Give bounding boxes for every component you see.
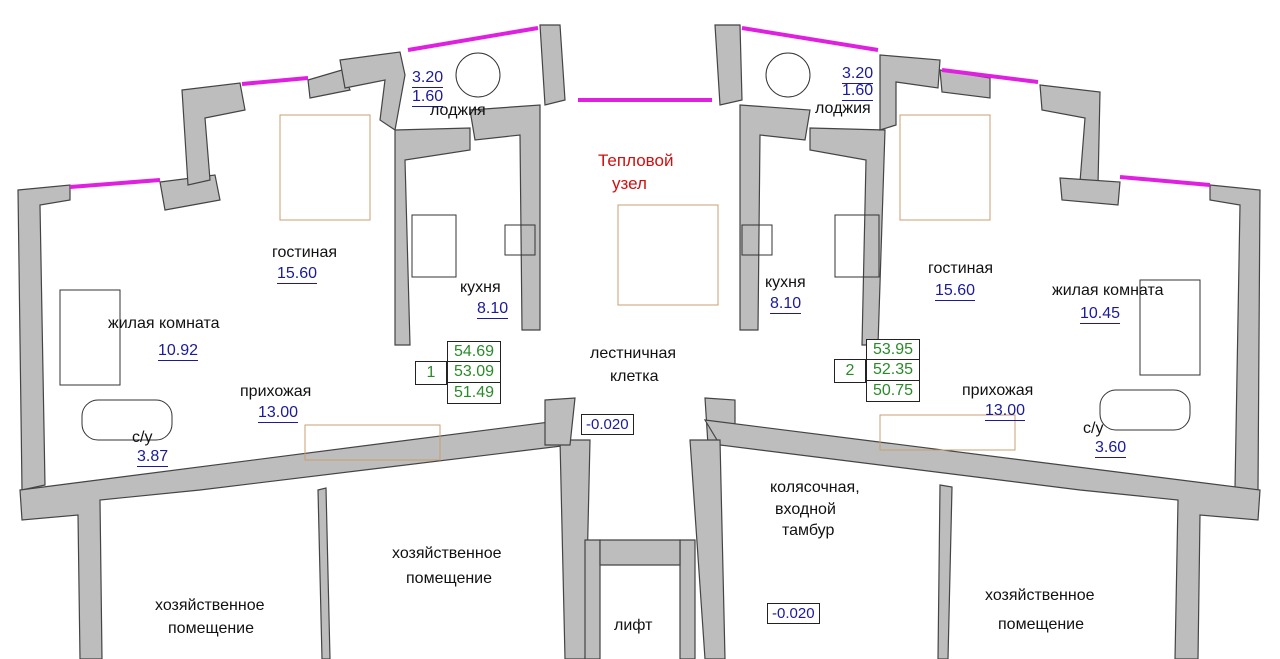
loggia-length-right: 3.20 xyxy=(842,65,874,84)
wall xyxy=(809,127,886,346)
wall xyxy=(689,439,726,659)
wall xyxy=(339,51,406,132)
wall xyxy=(559,439,591,659)
apartment-summary-right: 2 53.95 52.35 50.75 xyxy=(834,338,920,402)
loggia-length-left: 3.20 xyxy=(412,69,444,88)
stroller-room-label-2: входной xyxy=(775,501,836,518)
apartment-summary-left: 1 54.69 53.09 51.49 xyxy=(415,340,501,404)
wall xyxy=(1039,84,1101,186)
heat-unit-label-1: Тепловой xyxy=(598,151,674,170)
stroller-room-label-1: колясочная, xyxy=(770,479,860,496)
wall xyxy=(937,484,953,659)
storage-left-label-2: помещение xyxy=(168,620,255,637)
wall xyxy=(714,24,743,106)
heat-unit-label-2: узел xyxy=(612,174,647,193)
bathroom-area-left: 3.87 xyxy=(137,448,169,467)
living-room-area-right: 15.60 xyxy=(935,282,976,301)
total-area: 54.69 xyxy=(447,340,501,363)
wall xyxy=(679,539,696,659)
loggia-width-left: 1.60 xyxy=(412,88,444,107)
area-net: 50.75 xyxy=(866,379,920,402)
bathroom-label-left: с/у xyxy=(132,429,153,446)
living-room-label-left: гостиная xyxy=(272,244,338,261)
storage-right-label-2: помещение xyxy=(998,616,1085,633)
total-area: 53.95 xyxy=(866,338,920,361)
windows xyxy=(69,26,1211,189)
wall xyxy=(739,104,811,331)
bedroom-area-left: 10.92 xyxy=(158,342,199,361)
wall xyxy=(879,54,941,131)
kitchen-label-right: кухня xyxy=(765,274,806,291)
storage-right-label-1: хозяйственное xyxy=(985,587,1095,604)
living-room-label-right: гостиная xyxy=(928,260,994,277)
hallway-label-right: прихожая xyxy=(962,382,1034,399)
level-mark-entry: -0.020 xyxy=(767,603,820,624)
loggia-width-right: 1.60 xyxy=(842,82,874,101)
living-room-area-left: 15.60 xyxy=(277,265,318,284)
bathroom-area-right: 3.60 xyxy=(1095,439,1127,458)
wall xyxy=(317,487,331,659)
kitchen-label-left: кухня xyxy=(460,279,501,296)
elevator-label: лифт xyxy=(614,617,653,634)
wall xyxy=(307,69,351,99)
bedroom-label-right: жилая комната xyxy=(1052,282,1164,299)
bathroom-label-right: с/у xyxy=(1083,420,1104,437)
wall xyxy=(703,419,1261,659)
loggia-label-left: лоджия xyxy=(430,102,486,119)
area-reduced: 52.35 xyxy=(866,359,920,381)
wall xyxy=(1209,184,1261,491)
furniture xyxy=(59,52,1201,461)
apartment-number: 1 xyxy=(415,360,447,385)
wall xyxy=(544,397,576,446)
storage-middle-label-1: хозяйственное xyxy=(392,545,502,562)
wall xyxy=(17,184,71,491)
wall xyxy=(19,419,571,659)
wall xyxy=(539,24,566,106)
stroller-room-label-3: тамбур xyxy=(782,522,835,539)
wall xyxy=(394,127,471,346)
stairwell-label-2: клетка xyxy=(610,368,659,385)
bedroom-area-right: 10.45 xyxy=(1080,305,1121,324)
bedroom-label-left: жилая комната xyxy=(108,315,220,332)
hallway-label-left: прихожая xyxy=(240,383,312,400)
wall xyxy=(599,539,681,566)
stairwell-label-1: лестничная xyxy=(590,345,677,362)
loggia-label-right: лоджия xyxy=(815,100,871,117)
apartment-number: 2 xyxy=(834,358,866,383)
storage-middle-label-2: помещение xyxy=(406,570,493,587)
area-net: 51.49 xyxy=(447,381,501,404)
area-reduced: 53.09 xyxy=(447,361,501,383)
wall xyxy=(1059,177,1121,206)
level-mark-stair: -0.020 xyxy=(581,414,634,435)
hallway-area-left: 13.00 xyxy=(258,404,299,423)
storage-left-label-1: хозяйственное xyxy=(155,597,265,614)
wall xyxy=(181,82,246,186)
kitchen-area-left: 8.10 xyxy=(477,300,509,319)
kitchen-area-right: 8.10 xyxy=(770,295,802,314)
wall xyxy=(584,539,601,659)
wall xyxy=(469,104,541,331)
hallway-area-right: 13.00 xyxy=(985,402,1026,421)
